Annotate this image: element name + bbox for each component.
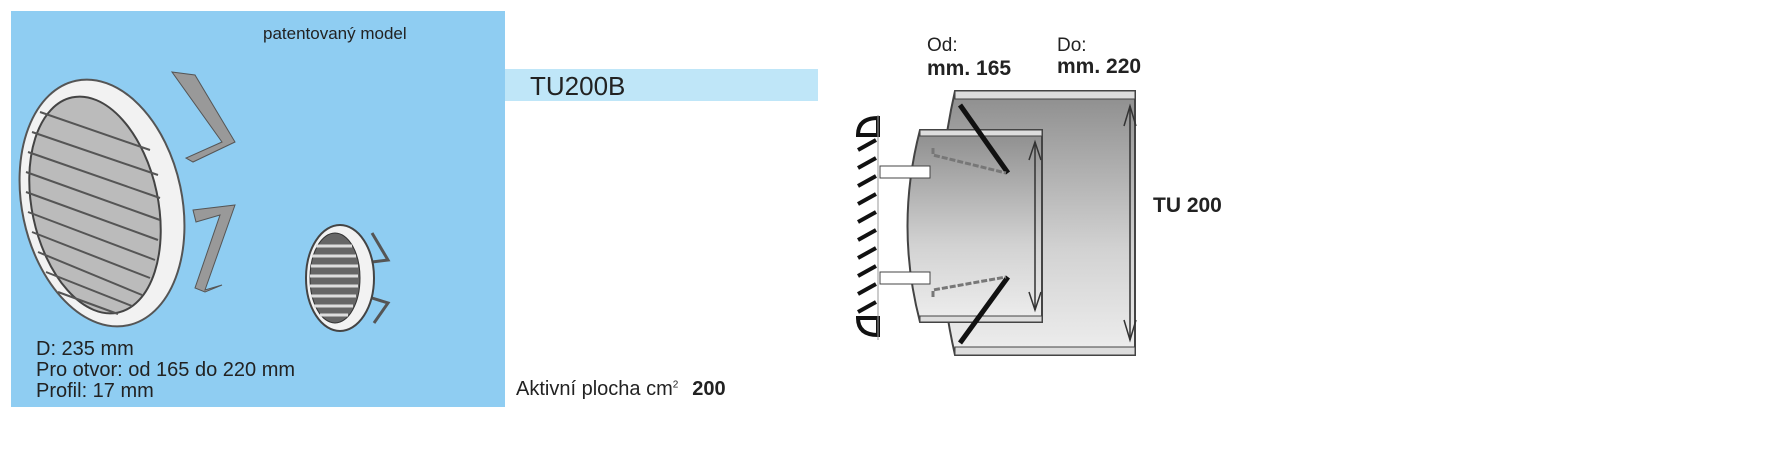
model-name: TU200B — [530, 71, 626, 101]
spec-opening: Pro otvor: od 165 do 220 mm — [36, 359, 296, 381]
pipe-label: TU 200 — [1153, 194, 1222, 217]
active-area-label: Aktivní plocha cm — [516, 378, 673, 400]
from-label: Od: — [927, 35, 958, 56]
spec-diameter: D: 235 mm — [36, 338, 134, 360]
large-grille-image — [18, 71, 236, 328]
active-area: Aktivní plocha cm2 200 — [516, 378, 726, 401]
from-value: mm. 165 — [927, 57, 1012, 80]
patent-note: patentovaný model — [263, 24, 407, 43]
to-value: mm. 220 — [1057, 55, 1142, 78]
spec-list: D: 235 mm Pro otvor: od 165 do 220 mm Pr… — [36, 339, 295, 402]
installation-diagram — [855, 90, 1137, 356]
model-bar — [505, 69, 818, 101]
active-area-value: 200 — [692, 378, 726, 400]
active-area-unit-sup: 2 — [672, 379, 679, 391]
spec-profile: Profil: 17 mm — [36, 380, 154, 402]
small-grille-image — [305, 224, 391, 332]
to-label: Do: — [1057, 35, 1087, 56]
